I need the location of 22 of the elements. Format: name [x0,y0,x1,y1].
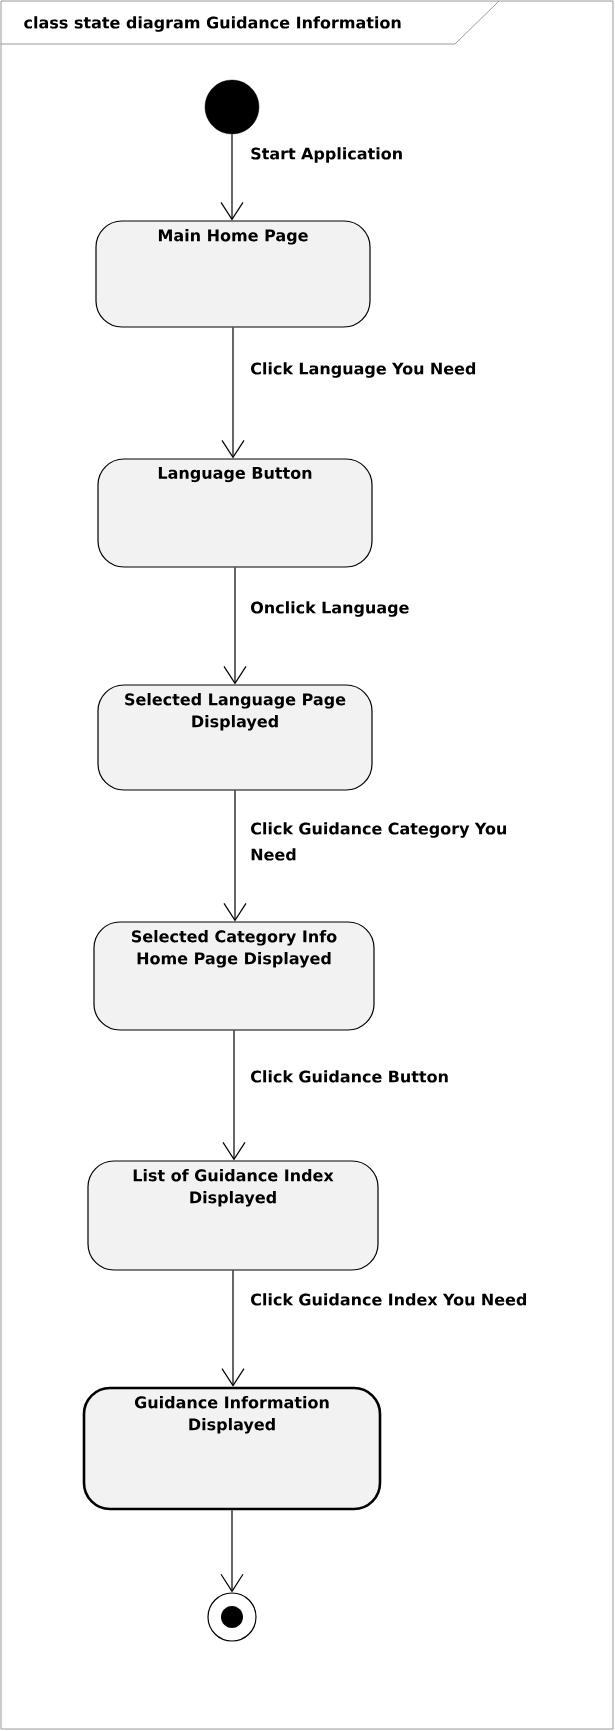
transition-arrow [222,1030,246,1161]
transition-label: Click Guidance Category You Need [251,822,506,861]
transition-arrow [223,567,247,685]
transition-label: Onclick Language [251,601,409,617]
state-box: Guidance Information Displayed [82,1386,382,1511]
transition-arrow [220,1509,244,1593]
state-box: Main Home Page [95,220,371,328]
state-box: Language Button [97,458,373,568]
initial-state [204,79,260,135]
transition-label: Click Guidance Button [251,1070,448,1083]
transition-label: Start Application [251,147,402,163]
state-box: Selected Category Info Home Page Displayed [93,921,375,1031]
transition-arrow [223,790,247,922]
transition-arrow [220,133,244,221]
frame-title-tab: class state diagram Guidance Information [0,0,500,45]
transition-arrow [221,1270,245,1387]
transition-arrow [221,327,245,459]
state-box: List of Guidance Index Displayed [87,1160,379,1271]
transition-label: Click Guidance Index You Need [251,1293,526,1306]
final-state [207,1592,257,1642]
transition-label: Click Language You Need [251,362,476,378]
state-box: Selected Language Page Displayed [97,684,373,791]
